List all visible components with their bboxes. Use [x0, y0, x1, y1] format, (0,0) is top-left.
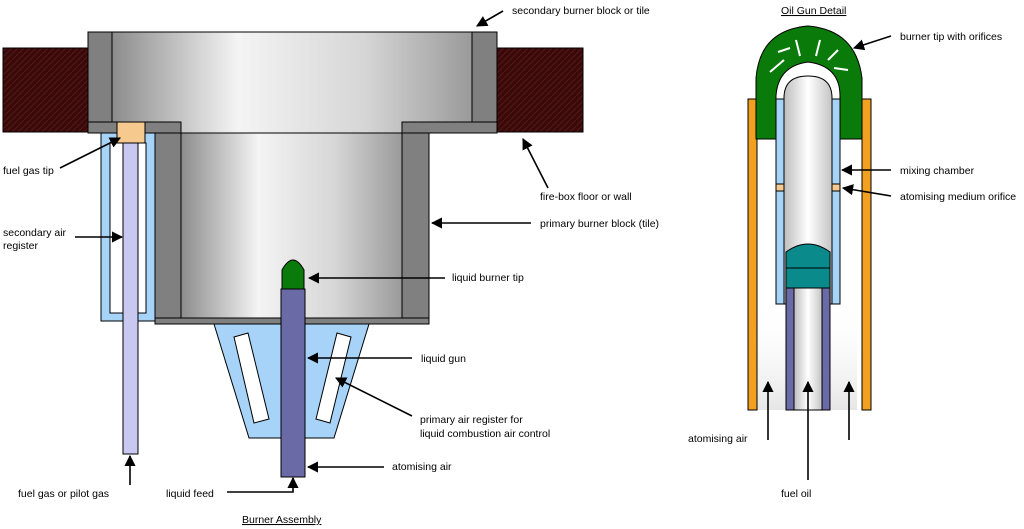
og-fuel-tube-left	[785, 287, 795, 411]
og-outer-left	[747, 98, 758, 411]
label-secondary-air-2: register	[3, 240, 39, 252]
og-orifices	[769, 39, 849, 73]
og-wall-right	[831, 98, 841, 305]
ledge-right	[401, 121, 498, 134]
fuel-gas-pipe	[122, 142, 139, 455]
label-mixing-chamber: mixing chamber	[900, 165, 975, 177]
label-atomising-air-right: atomising air	[688, 433, 748, 445]
label-atomising-orifice: atomising medium orifice	[900, 191, 1016, 203]
og-burner-tip	[755, 25, 863, 140]
label-atomising-air-left: atomising air	[392, 461, 452, 473]
register-vane-left	[233, 332, 270, 424]
label-primary-block: primary burner block (tile)	[540, 218, 659, 230]
label-liquid-tip: liquid burner tip	[452, 272, 524, 284]
label-liquid-gun: liquid gun	[421, 353, 466, 365]
label-secondary-air-1: secondary air	[3, 227, 67, 239]
label-fuel-gas-tip: fuel gas tip	[3, 165, 54, 177]
label-fuel-gas-pilot: fuel gas or pilot gas	[18, 488, 109, 500]
og-inner-tip	[785, 243, 831, 269]
title-oil-gun-detail: Oil Gun Detail	[781, 5, 846, 17]
label-secondary-block: secondary burner block or tile	[512, 5, 650, 17]
firebox-wall-right	[496, 47, 584, 133]
label-primary-register-2: liquid combustion air control	[420, 428, 550, 440]
leader-arrows	[59, 10, 892, 493]
og-fuel-tube-right	[821, 287, 831, 411]
label-burner-tip-orifices: burner tip with orifices	[900, 31, 1002, 43]
register-vane-right	[315, 332, 352, 424]
og-wall-left	[775, 98, 785, 305]
secondary-block-throat	[111, 31, 473, 134]
liquid-gun	[280, 288, 306, 478]
label-primary-register-1: primary air register for	[420, 414, 523, 426]
fuel-gas-tip	[116, 121, 146, 144]
og-inner-tip-base	[785, 267, 831, 289]
label-liquid-feed: liquid feed	[166, 488, 214, 500]
secondary-block-left	[87, 31, 113, 123]
label-fuel-oil: fuel oil	[781, 488, 811, 500]
secondary-block-right	[471, 31, 498, 123]
og-orifice-left	[775, 183, 785, 192]
title-burner-assembly: Burner Assembly	[242, 514, 322, 526]
primary-block-right	[401, 132, 430, 320]
og-outer-right	[861, 98, 872, 411]
firebox-wall-left	[2, 47, 90, 133]
og-orifice-right	[831, 183, 841, 192]
liquid-burner-tip	[281, 259, 305, 290]
primary-block-left	[154, 132, 182, 320]
label-firebox: fire-box floor or wall	[540, 191, 632, 203]
